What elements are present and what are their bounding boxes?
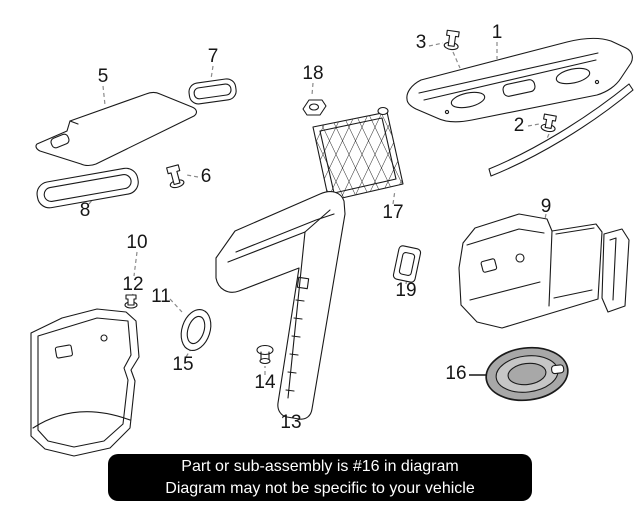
callout-12: 12 xyxy=(122,274,144,295)
part-9-quarter-trim-right xyxy=(458,213,630,329)
part-5-floor-mat xyxy=(35,91,197,167)
callout-18: 18 xyxy=(302,63,324,84)
part-3-clip xyxy=(443,29,460,51)
part-6-clip xyxy=(166,164,185,189)
callout-9: 9 xyxy=(540,196,552,217)
part-12-clip xyxy=(124,294,138,309)
banner: Part or sub-assembly is #16 in diagram D… xyxy=(108,454,532,501)
banner-line-1: Part or sub-assembly is #16 in diagram xyxy=(181,458,459,475)
callout-7: 7 xyxy=(207,46,219,67)
callout-1: 1 xyxy=(491,22,503,43)
callout-19: 19 xyxy=(395,280,417,301)
callout-6: 6 xyxy=(200,166,212,187)
callout-2: 2 xyxy=(513,115,525,136)
part-7-trim-panel xyxy=(188,78,237,105)
part-15-grommet xyxy=(180,309,212,351)
part-19-bracket xyxy=(392,245,422,283)
banner-line-2: Diagram may not be specific to your vehi… xyxy=(165,480,475,497)
part-18-bracket xyxy=(302,99,327,116)
callout-17: 17 xyxy=(382,202,404,223)
callout-14: 14 xyxy=(254,372,276,393)
part-8-trim-panel xyxy=(36,167,139,209)
callout-16: 16 xyxy=(445,363,467,384)
callout-13: 13 xyxy=(280,412,302,433)
part-14-clip xyxy=(256,344,274,365)
part-17-vent-grille xyxy=(312,106,404,202)
callout-8: 8 xyxy=(79,200,91,221)
callout-3: 3 xyxy=(415,32,427,53)
callout-5: 5 xyxy=(97,66,109,87)
part-16-highlighted xyxy=(485,346,569,402)
part-2-clip xyxy=(540,113,557,133)
callout-15: 15 xyxy=(172,354,194,375)
part-quarter-trim-left xyxy=(30,308,140,457)
callout-10: 10 xyxy=(126,232,148,253)
part-1-package-tray xyxy=(406,37,633,123)
part-13-sill-trim xyxy=(215,191,346,420)
callout-11: 11 xyxy=(151,286,171,307)
molding-strip xyxy=(488,83,634,177)
